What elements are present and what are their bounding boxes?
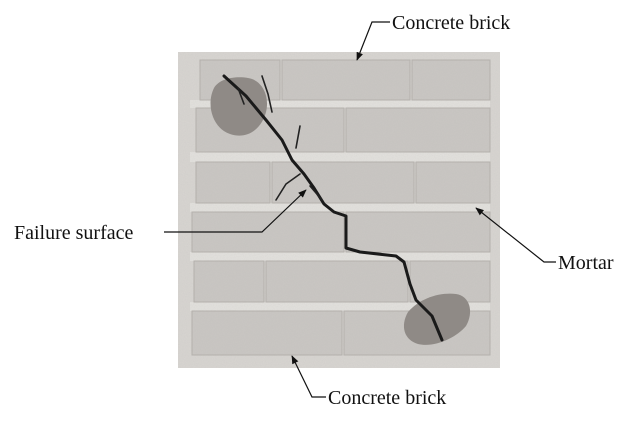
figure-labels: Concrete brick Failure surface Mortar Co… (14, 12, 614, 409)
failure-crack-branch (237, 75, 323, 201)
label-bottom-brick: Concrete brick (328, 387, 446, 409)
label-mortar: Mortar (558, 252, 614, 274)
label-top-brick: Concrete brick (392, 12, 510, 34)
spall-patch-top (210, 77, 268, 136)
leader-bottom-brick (291, 355, 326, 398)
leader-top-brick (356, 21, 390, 61)
leader-mortar (475, 207, 556, 263)
failure-crack (222, 74, 444, 342)
wall-photo (178, 52, 500, 368)
leader-lines (164, 21, 556, 398)
label-failure-surface: Failure surface (14, 222, 134, 244)
leader-failure-surface (164, 189, 307, 233)
